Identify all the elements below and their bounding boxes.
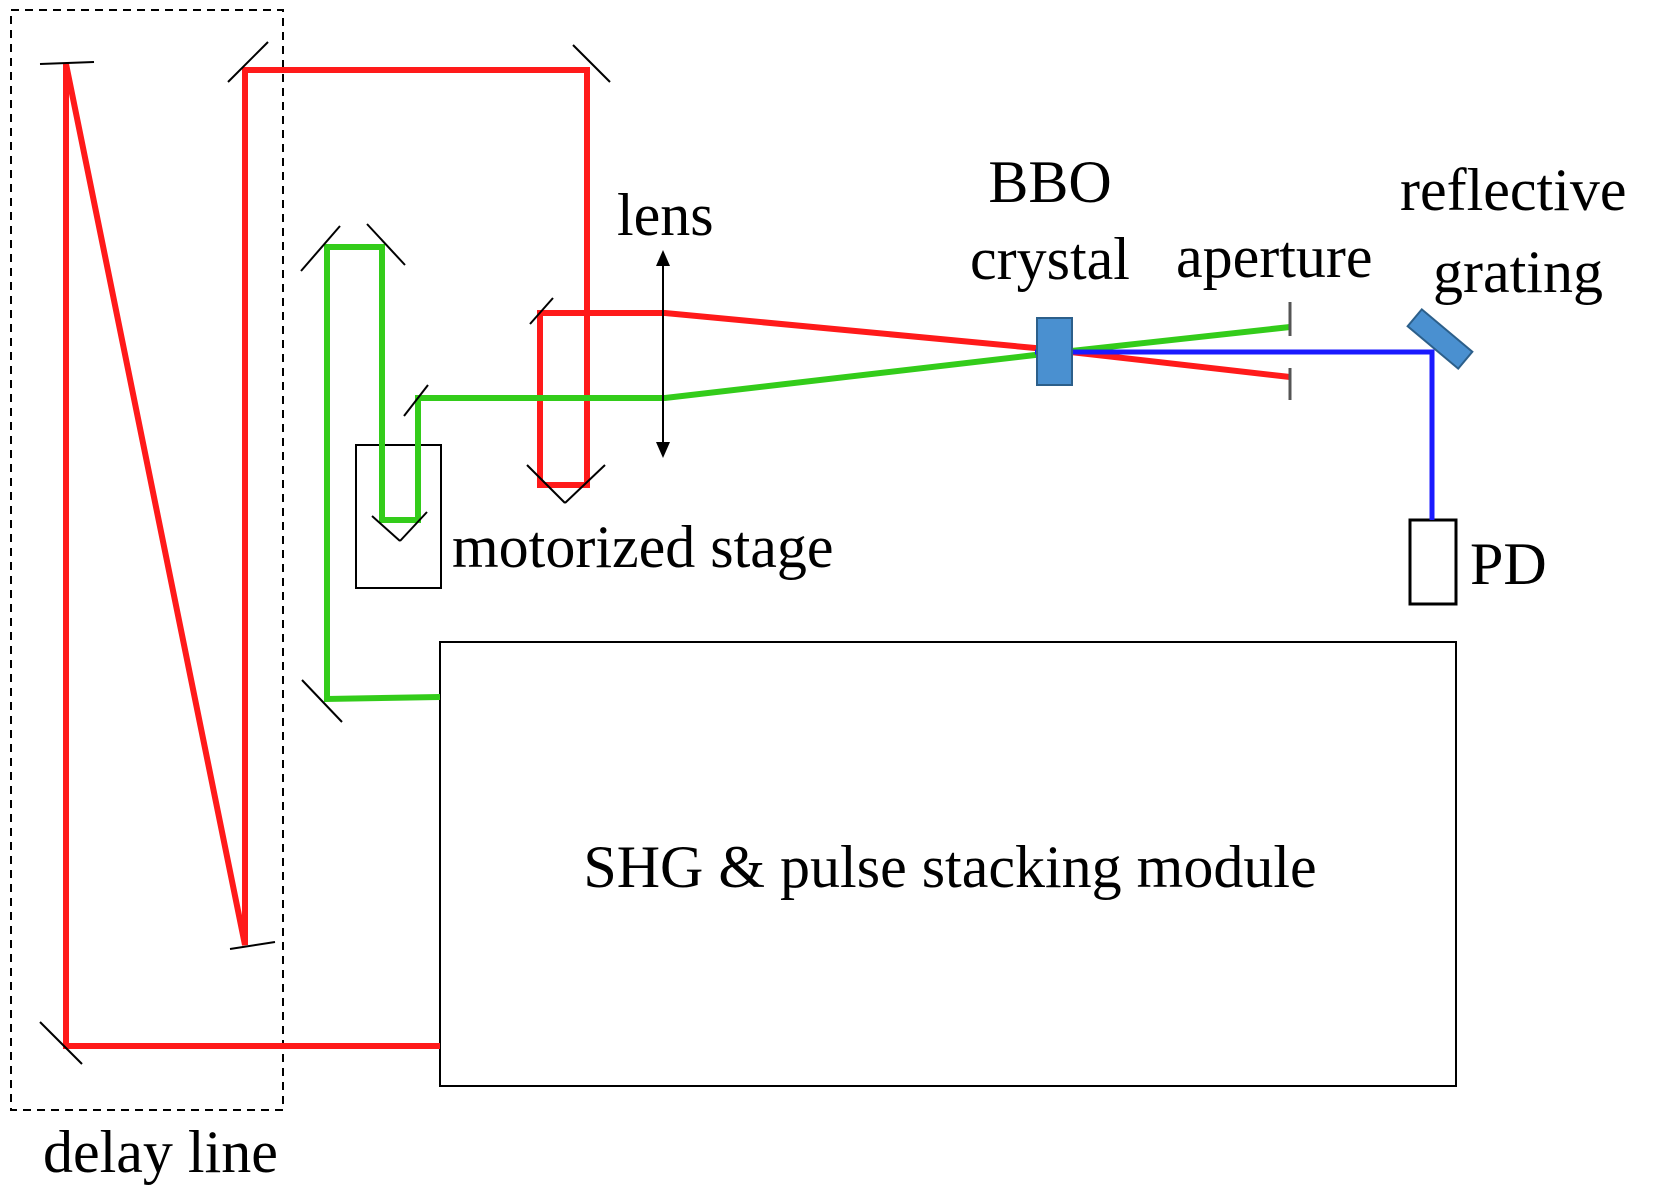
aperture-label: aperture bbox=[1176, 224, 1373, 290]
crystal-label: crystal bbox=[970, 226, 1130, 292]
mirror-stage-left bbox=[371, 515, 401, 542]
reflective-grating bbox=[1406, 307, 1474, 371]
delay-line-label: delay line bbox=[43, 1119, 278, 1185]
shg-module-box bbox=[439, 641, 1457, 1087]
photodiode bbox=[1408, 518, 1458, 606]
reflective-label: reflective bbox=[1400, 157, 1627, 223]
mirror-retro-right bbox=[564, 464, 606, 504]
fundamental-beam-path bbox=[63, 63, 1291, 1049]
shg-module-label: SHG & pulse stacking module bbox=[583, 834, 1316, 900]
mirror-green-bottom-left bbox=[301, 679, 343, 723]
bbo-crystal bbox=[1036, 317, 1073, 386]
shg-beam-path bbox=[324, 244, 1291, 703]
bbo-label: BBO bbox=[988, 149, 1111, 215]
mirror-stage-right bbox=[399, 511, 428, 542]
lens bbox=[656, 250, 670, 458]
mirror-retro-left bbox=[526, 464, 566, 504]
mirror-green-turn bbox=[403, 384, 429, 417]
mirrors bbox=[39, 41, 611, 1065]
mirror-green-top-right bbox=[366, 223, 406, 266]
pd-label: PD bbox=[1470, 531, 1547, 597]
mirror-delay-bottom-left bbox=[39, 1021, 83, 1065]
mirror-delay-bottom-right bbox=[229, 941, 276, 950]
motorized-stage-box bbox=[355, 444, 442, 589]
mirror-green-top-left bbox=[300, 225, 341, 272]
mirror-delay-top-left bbox=[39, 61, 95, 65]
mirror-red-turn bbox=[529, 297, 554, 325]
mirror-top-right bbox=[572, 44, 611, 83]
mirror-top-left bbox=[227, 41, 269, 83]
motorized-stage-label: motorized stage bbox=[452, 514, 834, 580]
signal-beam-path bbox=[1035, 349, 1435, 520]
grating-label: grating bbox=[1433, 239, 1603, 305]
lens-label: lens bbox=[617, 182, 714, 248]
